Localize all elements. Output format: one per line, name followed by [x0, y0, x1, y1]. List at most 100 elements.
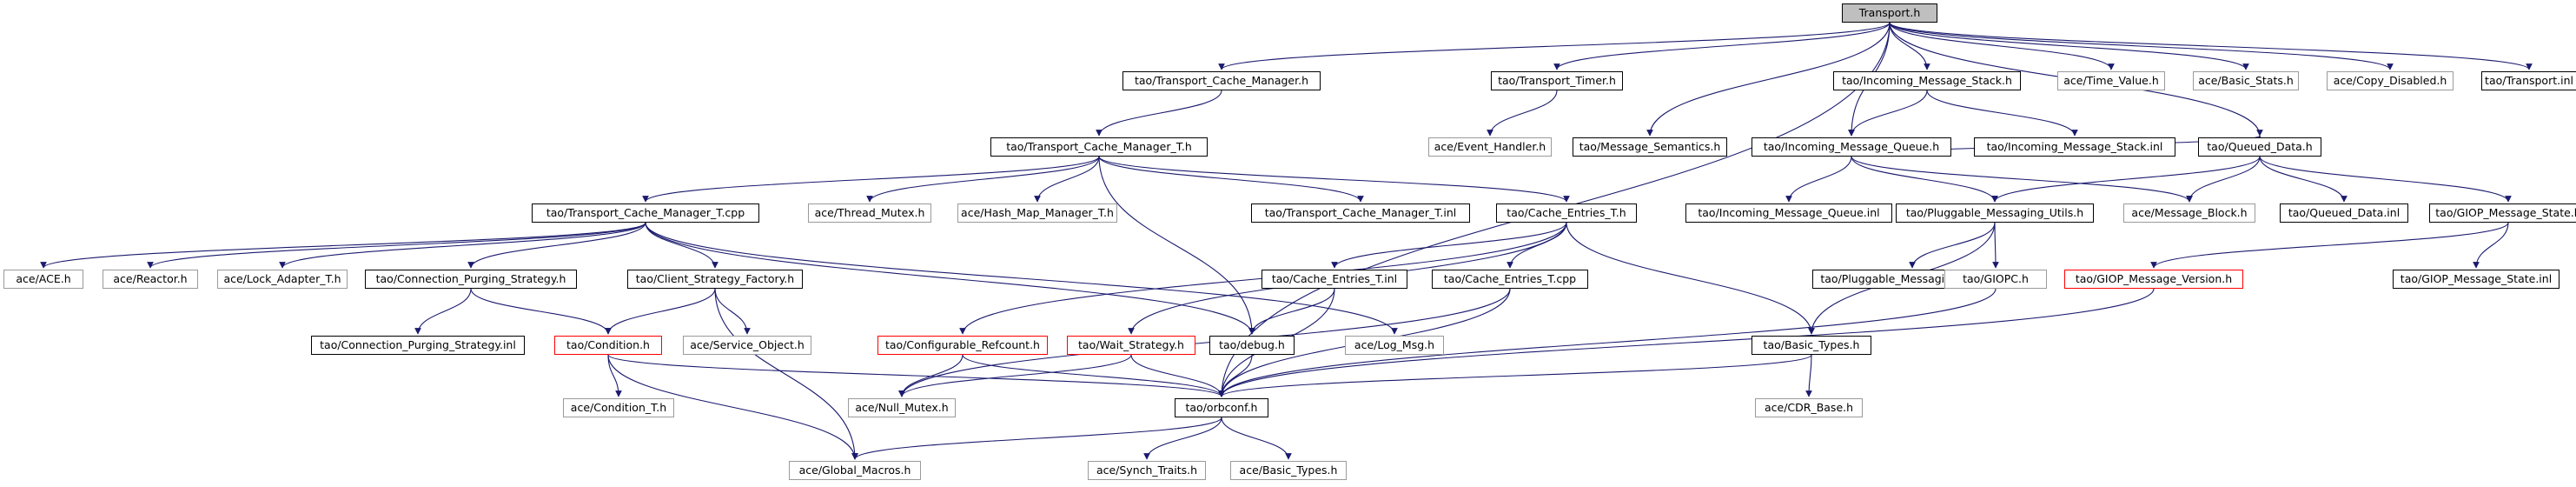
- graph-node-label: ace/Hash_Map_Manager_T.h: [961, 205, 1114, 219]
- graph-node-label: tao/Cache_Entries_T.cpp: [1443, 271, 1577, 285]
- graph-node-transport-h[interactable]: Transport.h: [1842, 3, 1937, 23]
- graph-edge: [1098, 156, 1364, 203]
- graph-node-label: ace/CDR_Base.h: [1764, 400, 1854, 414]
- graph-node-label: tao/Basic_Types.h: [1763, 337, 1860, 351]
- graph-node-ace-condition-t-h[interactable]: ace/Condition_T.h: [563, 398, 674, 417]
- graph-edge: [1218, 354, 1253, 397]
- graph-node-label: tao/Configurable_Refcount.h: [885, 337, 1040, 351]
- graph-node-tao-cache-entries-t-h[interactable]: tao/Cache_Entries_T.h: [1496, 203, 1637, 223]
- graph-edge: [1130, 354, 1225, 397]
- graph-edge: [607, 354, 622, 397]
- graph-node-tao-debug-h[interactable]: tao/debug.h: [1209, 336, 1295, 355]
- graph-node-tao-incoming-message-queue-inl[interactable]: tao/Incoming_Message_Queue.inl: [1685, 203, 1892, 223]
- graph-node-tao-giop-message-state-inl[interactable]: tao/GIOP_Message_State.inl: [2393, 270, 2559, 289]
- graph-node-tao-incoming-message-stack-inl[interactable]: tao/Incoming_Message_Stack.inl: [1974, 137, 2175, 157]
- graph-node-label: ace/Basic_Types.h: [1239, 463, 1338, 477]
- graph-node-label: tao/GIOP_Message_State.inl: [2400, 271, 2553, 285]
- graph-node-tao-transport-timer-h[interactable]: tao/Transport_Timer.h: [1491, 71, 1623, 90]
- graph-edge: [898, 354, 964, 397]
- graph-edge: [2186, 156, 2261, 203]
- graph-node-label: tao/Cache_Entries_T.inl: [1271, 271, 1398, 285]
- graph-node-label: ace/Thread_Mutex.h: [814, 205, 925, 219]
- graph-edge: [1218, 288, 1997, 397]
- graph-edge: [1331, 222, 1567, 269]
- graph-node-ace-lock-adapter-t-h[interactable]: ace/Lock_Adapter_T.h: [217, 270, 348, 289]
- graph-node-tao-transport-cache-manager-t-cpp[interactable]: tao/Transport_Cache_Manager_T.cpp: [532, 203, 759, 223]
- graph-edge: [1785, 156, 1852, 203]
- graph-node-tao-orbconf-h[interactable]: tao/orbconf.h: [1175, 398, 1268, 417]
- graph-node-label: tao/Incoming_Message_Queue.inl: [1698, 205, 1880, 219]
- graph-node-label: ace/Null_Mutex.h: [855, 400, 949, 414]
- graph-node-ace-time-value-h[interactable]: ace/Time_Value.h: [2057, 71, 2165, 90]
- graph-edge: [851, 417, 1222, 460]
- graph-node-tao-pluggable-messaging-utils-h[interactable]: tao/Pluggable_Messaging_Utils.h: [1896, 203, 2094, 223]
- graph-node-ace-log-msg-h[interactable]: ace/Log_Msg.h: [1345, 336, 1444, 355]
- graph-node-label: tao/orbconf.h: [1185, 400, 1258, 414]
- graph-node-ace-ace-h[interactable]: ace/ACE.h: [3, 270, 83, 289]
- graph-node-tao-queued-data-inl[interactable]: tao/Queued_Data.inl: [2280, 203, 2408, 223]
- graph-edge: [1805, 354, 1812, 397]
- graph-edge: [1851, 156, 2193, 203]
- graph-node-tao-connection-purging-strategy-inl[interactable]: tao/Connection_Purging_Strategy.inl: [311, 336, 525, 355]
- graph-node-ace-global-macros-h[interactable]: ace/Global_Macros.h: [789, 461, 921, 480]
- graph-node-tao-client-strategy-factory-h[interactable]: tao/Client_Strategy_Factory.h: [627, 270, 803, 289]
- graph-node-tao-giopc-h[interactable]: tao/GIOPC.h: [1944, 270, 2047, 289]
- graph-node-tao-incoming-message-stack-h[interactable]: tao/Incoming_Message_Stack.h: [1833, 71, 2021, 90]
- graph-node-tao-transport-cache-manager-h[interactable]: tao/Transport_Cache_Manager.h: [1122, 71, 1321, 90]
- graph-node-ace-copy-disabled-h[interactable]: ace/Copy_Disabled.h: [2327, 71, 2453, 90]
- graph-node-ace-thread-mutex-h[interactable]: ace/Thread_Mutex.h: [808, 203, 931, 223]
- graph-node-tao-cache-entries-t-cpp[interactable]: tao/Cache_Entries_T.cpp: [1432, 270, 1588, 289]
- graph-node-label: ace/Message_Block.h: [2131, 205, 2248, 219]
- graph-node-label: tao/Incoming_Message_Stack.inl: [1986, 139, 2163, 153]
- graph-edge: [1889, 22, 2115, 70]
- graph-node-tao-message-semantics-h[interactable]: tao/Message_Semantics.h: [1573, 137, 1727, 157]
- graph-node-label: tao/debug.h: [1219, 337, 1285, 351]
- graph-node-label: tao/GIOP_Message_Version.h: [2075, 271, 2233, 285]
- graph-node-ace-cdr-base-h[interactable]: ace/CDR_Base.h: [1755, 398, 1863, 417]
- graph-node-label: ace/Event_Handler.h: [1434, 139, 1546, 153]
- graph-node-ace-basic-types-h[interactable]: ace/Basic_Types.h: [1230, 461, 1347, 480]
- graph-node-ace-synch-traits-h[interactable]: ace/Synch_Traits.h: [1088, 461, 1206, 480]
- graph-node-ace-service-object-h[interactable]: ace/Service_Object.h: [683, 336, 811, 355]
- graph-node-tao-transport-cache-manager-t-inl[interactable]: tao/Transport_Cache_Manager_T.inl: [1251, 203, 1470, 223]
- graph-edge: [962, 354, 1225, 397]
- graph-node-label: tao/Transport_Cache_Manager_T.inl: [1264, 205, 1457, 219]
- graph-edge: [605, 288, 716, 335]
- graph-node-ace-hash-map-manager-t-h[interactable]: ace/Hash_Map_Manager_T.h: [957, 203, 1117, 223]
- graph-edge: [1909, 222, 1996, 269]
- graph-node-tao-wait-strategy-h[interactable]: tao/Wait_Strategy.h: [1067, 336, 1195, 355]
- graph-edge: [414, 288, 472, 335]
- graph-node-tao-basic-types-h[interactable]: tao/Basic_Types.h: [1752, 336, 1871, 355]
- graph-node-label: tao/GIOPC.h: [1963, 271, 2029, 285]
- graph-node-ace-event-handler-h[interactable]: ace/Event_Handler.h: [1428, 137, 1552, 157]
- graph-edge: [467, 222, 646, 269]
- graph-edge: [1221, 417, 1292, 460]
- graph-node-tao-transport-cache-manager-t-h[interactable]: tao/Transport_Cache_Manager_T.h: [990, 137, 1208, 157]
- graph-node-label: tao/Transport_Cache_Manager_T.h: [1006, 139, 1192, 153]
- graph-node-ace-basic-stats-h[interactable]: ace/Basic_Stats.h: [2193, 71, 2299, 90]
- graph-node-tao-condition-h[interactable]: tao/Condition.h: [554, 336, 662, 355]
- graph-node-ace-message-block-h[interactable]: ace/Message_Block.h: [2123, 203, 2255, 223]
- graph-node-tao-incoming-message-queue-h[interactable]: tao/Incoming_Message_Queue.h: [1752, 137, 1951, 157]
- graph-node-label: ace/Reactor.h: [113, 271, 188, 285]
- graph-node-tao-queued-data-h[interactable]: tao/Queued_Data.h: [2198, 137, 2321, 157]
- graph-node-label: ace/Basic_Stats.h: [2198, 73, 2294, 87]
- graph-node-label: tao/Transport.inl: [2485, 73, 2573, 87]
- graph-node-tao-configurable-refcount-h[interactable]: tao/Configurable_Refcount.h: [877, 336, 1048, 355]
- graph-node-tao-giop-message-version-h[interactable]: tao/GIOP_Message_Version.h: [2064, 270, 2243, 289]
- graph-node-label: ace/Service_Object.h: [690, 337, 805, 351]
- graph-node-tao-giop-message-state-h[interactable]: tao/GIOP_Message_State.h: [2429, 203, 2576, 223]
- graph-node-tao-connection-purging-strategy-h[interactable]: tao/Connection_Purging_Strategy.h: [365, 270, 577, 289]
- graph-node-ace-reactor-h[interactable]: ace/Reactor.h: [103, 270, 198, 289]
- graph-edge: [714, 288, 858, 460]
- graph-edge: [2259, 156, 2348, 203]
- graph-edge: [1992, 222, 1999, 269]
- graph-edge: [1034, 156, 1100, 203]
- graph-node-tao-transport-inl[interactable]: tao/Transport.inl: [2481, 71, 2576, 90]
- graph-node-ace-null-mutex-h[interactable]: ace/Null_Mutex.h: [848, 398, 956, 417]
- graph-edge: [1487, 90, 1558, 137]
- graph-edge: [642, 156, 1100, 203]
- graph-node-tao-cache-entries-t-inl[interactable]: tao/Cache_Entries_T.inl: [1262, 270, 1407, 289]
- graph-node-label: tao/Message_Semantics.h: [1579, 139, 1721, 153]
